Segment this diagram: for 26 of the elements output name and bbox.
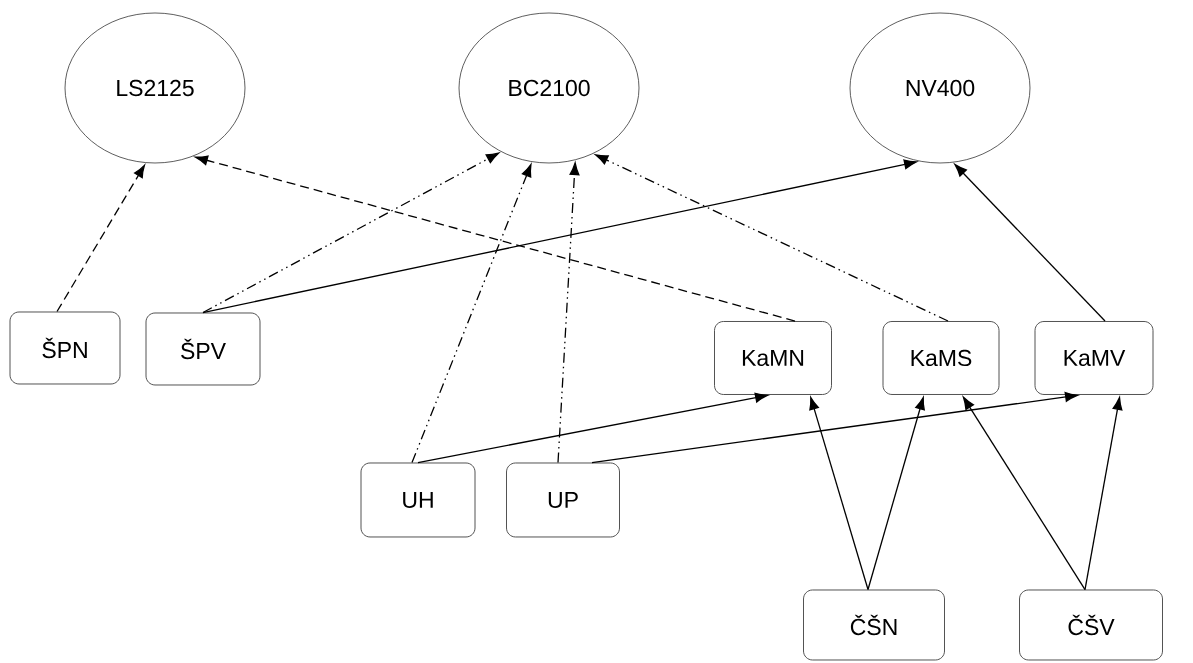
process-box: UP bbox=[506, 462, 620, 538]
arrow bbox=[595, 154, 949, 322]
arrow bbox=[557, 162, 580, 464]
arrow bbox=[1084, 397, 1123, 591]
arrow bbox=[962, 396, 1086, 591]
process-box: KaMV bbox=[1034, 321, 1154, 395]
arrow bbox=[809, 396, 869, 591]
arrow bbox=[411, 163, 532, 464]
arrow bbox=[194, 155, 796, 322]
process-box: KaMS bbox=[882, 321, 1000, 395]
process-box: ŠPV bbox=[145, 312, 261, 386]
arrow bbox=[954, 163, 1106, 322]
process-box: UH bbox=[360, 462, 476, 538]
arrow bbox=[202, 152, 500, 314]
process-box: KaMN bbox=[714, 321, 832, 395]
ellipse-node: NV400 bbox=[849, 12, 1031, 164]
process-box: ČŠV bbox=[1019, 589, 1163, 661]
ellipse-node: BC2100 bbox=[458, 12, 640, 164]
process-box: ŠPN bbox=[9, 311, 121, 385]
process-box: ČŠN bbox=[803, 589, 945, 661]
arrow bbox=[56, 164, 146, 313]
ellipse-node: LS2125 bbox=[64, 12, 246, 164]
arrow bbox=[417, 392, 768, 464]
arrow bbox=[867, 396, 925, 591]
arrow bbox=[202, 159, 917, 314]
arrow bbox=[591, 391, 1078, 464]
